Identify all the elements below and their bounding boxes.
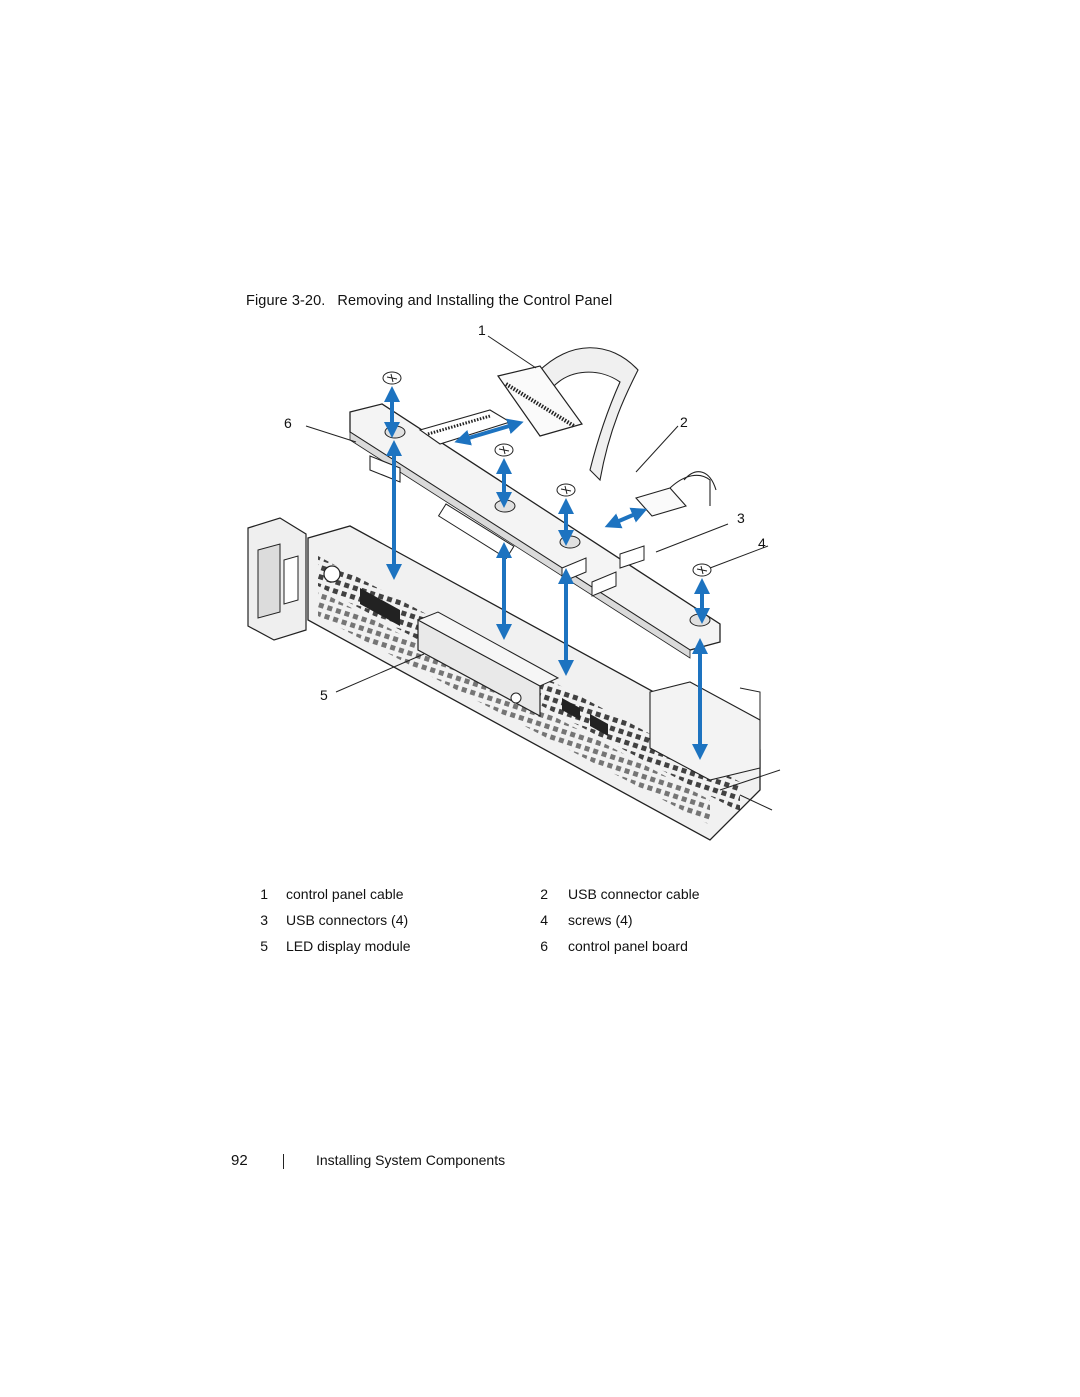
- figure-caption: Figure 3-20. Removing and Installing the …: [246, 293, 612, 309]
- page-footer: 92 Installing System Components: [0, 1152, 1080, 1172]
- control-panel-illustration: 1 2 3 4 5 6: [240, 320, 800, 860]
- screw-icon: [494, 443, 514, 457]
- led-display-module: [416, 611, 608, 736]
- legend-text: control panel board: [568, 938, 688, 954]
- usb-connector-cable: [635, 471, 717, 517]
- usb-connector-icon: [635, 487, 687, 517]
- callout-2: 2: [680, 414, 688, 430]
- legend-number: 1: [260, 886, 268, 902]
- callout-3: 3: [737, 510, 745, 526]
- legend-row: 1 control panel cable 2 USB connector ca…: [254, 886, 774, 912]
- vga-port-icon: [360, 588, 400, 626]
- power-button-icon: [323, 565, 341, 583]
- arrow-icon: [454, 418, 524, 446]
- figure-title: Removing and Installing the Control Pane…: [337, 293, 613, 309]
- page-number: 92: [231, 1152, 248, 1169]
- callout-5: 5: [320, 687, 328, 703]
- footer-divider: [283, 1154, 284, 1169]
- screw-icon: [382, 371, 402, 385]
- legend-text: USB connectors (4): [286, 912, 409, 928]
- control-panel-board: [349, 403, 721, 659]
- legend-number: 4: [540, 912, 548, 928]
- screw-icon: [556, 483, 576, 497]
- legend-text: USB connector cable: [568, 886, 700, 902]
- screws: [382, 371, 712, 577]
- legend-number: 2: [540, 886, 548, 902]
- section-title: Installing System Components: [316, 1152, 506, 1168]
- legend-number: 3: [260, 912, 268, 928]
- legend-number: 5: [260, 938, 268, 954]
- figure-label: Figure 3-20.: [246, 293, 326, 309]
- motion-arrows: [384, 386, 710, 760]
- control-panel-diagram: [247, 335, 781, 841]
- legend-number: 6: [540, 938, 548, 954]
- callout-6: 6: [284, 415, 292, 431]
- leader-lines: [305, 335, 769, 693]
- legend-row: 3 USB connectors (4) 4 screws (4): [254, 912, 774, 938]
- arrow-icon: [604, 507, 648, 529]
- legend-text: control panel cable: [286, 886, 404, 902]
- rack-ear: [247, 517, 307, 641]
- callout-1: 1: [478, 322, 486, 338]
- figure-legend: 1 control panel cable 2 USB connector ca…: [254, 886, 774, 964]
- control-panel-cable: [497, 347, 639, 482]
- cable-connector-icon: [497, 365, 583, 437]
- screw-icon: [692, 563, 712, 577]
- legend-text: screws (4): [568, 912, 633, 928]
- legend-text: LED display module: [286, 938, 411, 954]
- callout-4: 4: [758, 535, 766, 551]
- legend-row: 5 LED display module 6 control panel boa…: [254, 938, 774, 964]
